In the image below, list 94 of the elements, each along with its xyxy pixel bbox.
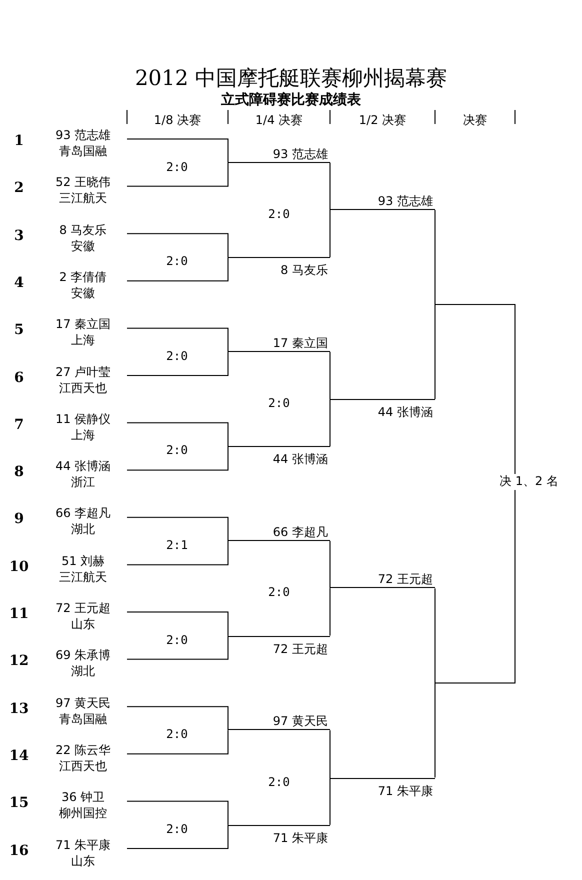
bracket-line [126,824,228,849]
quarterfinal-entry: 72 王元超 [228,636,330,656]
bracket-line [126,516,228,542]
team-name: 三江航天 [58,568,108,585]
bracket-line [126,446,228,471]
team-name: 柳州国控 [58,805,108,822]
column-header: 1/2 决赛 [358,112,408,129]
player-name: 44 张博涵 [54,458,112,474]
seed-number: 5 [13,322,25,338]
score: 2:0 [267,585,291,600]
seed-number: 3 [13,228,25,244]
score: 2:0 [267,396,291,410]
player-name: 51 刘赫 [60,552,106,569]
team-name: 山东 [70,616,96,632]
seed-number: 15 [8,795,30,812]
bracket-line [126,800,228,826]
score: 2:0 [165,254,189,268]
player-name: 66 李超凡 [54,505,112,522]
quarterfinal-entry: 97 黄天民 [228,713,330,730]
semifinal-entry: 72 王元超 [330,571,435,588]
team-name: 青岛国融 [58,143,108,159]
player-name: 71 朱平康 [54,836,112,852]
team-name: 上海 [70,426,96,443]
seed-number: 11 [8,606,30,622]
semifinal-entry: 93 范志雄 [330,192,435,210]
subtitle: 立式障碍赛比赛成绩表 [220,91,362,109]
column-header: 1/4 决赛 [254,112,304,129]
bracket-line [126,138,228,164]
player-name: 72 王元超 [54,600,112,616]
team-name: 青岛国融 [58,710,108,727]
seed-number: 13 [8,700,30,717]
bracket-line [126,162,228,187]
score: 2:1 [165,538,189,552]
seed-number: 9 [13,511,25,528]
column-header: 1/8 决赛 [152,112,202,129]
bracket-line [126,351,228,376]
seed-number: 6 [13,370,25,386]
score: 2:0 [165,160,189,174]
score: 2:0 [165,822,189,836]
team-name: 浙江 [70,474,96,490]
player-name: 93 范志雄 [54,127,112,143]
seed-number: 16 [8,842,30,858]
team-name: 安徽 [70,284,96,301]
score: 2:0 [267,774,291,789]
bracket-line [126,540,228,566]
seed-number: 14 [8,748,30,764]
player-name: 17 秦立国 [54,316,112,332]
seed-number: 12 [8,653,30,670]
score: 2:0 [165,727,189,742]
score: 2:0 [165,632,189,647]
seed-number: 1 [13,133,25,149]
seed-number: 2 [13,180,25,196]
bracket-line [126,612,228,636]
semifinal-entry: 71 朱平康 [330,778,435,798]
team-name: 三江航天 [58,190,108,206]
score: 2:0 [165,348,189,363]
team-name: 湖北 [70,663,96,680]
player-name: 22 陈云华 [54,742,112,758]
player-name: 27 卢叶莹 [54,364,112,380]
quarterfinal-entry: 8 马友乐 [228,257,330,278]
title: 2012 中国摩托艇联赛柳州揭幕赛 [134,65,448,92]
bracket-line [126,422,228,447]
player-name: 36 钟卫 [60,789,106,806]
bracket-line [126,233,228,258]
bracket-line [126,730,228,754]
player-name: 11 侯静仪 [54,410,112,427]
team-name: 江西天也 [58,380,108,396]
seed-number: 8 [13,464,25,480]
team-name: 安徽 [70,238,96,254]
player-name: 97 黄天民 [54,694,112,711]
bracket-line [126,328,228,352]
bracket-line [126,706,228,731]
seed-number: 4 [13,274,25,291]
team-name: 山东 [70,852,96,868]
team-name: 湖北 [70,521,96,538]
bracket-line [126,635,228,660]
seed-number: 7 [13,416,25,433]
quarterfinal-entry: 66 李超凡 [228,524,330,542]
player-name: 69 朱承博 [54,647,112,664]
player-name: 2 李倩倩 [58,268,108,285]
team-name: 上海 [70,332,96,348]
bracket-line [126,256,228,282]
score: 2:0 [267,206,291,221]
quarterfinal-entry: 17 秦立国 [228,334,330,352]
player-name: 8 马友乐 [58,222,108,238]
quarterfinal-entry: 44 张博涵 [228,446,330,466]
quarterfinal-entry: 71 朱平康 [228,824,330,845]
player-name: 52 王晓伟 [54,174,112,190]
seed-number: 10 [8,558,30,575]
semifinal-entry: 44 张博涵 [330,399,435,420]
team-name: 江西天也 [58,758,108,774]
quarterfinal-entry: 93 范志雄 [228,146,330,163]
score: 2:0 [165,443,189,458]
column-header: 决赛 [462,112,488,129]
